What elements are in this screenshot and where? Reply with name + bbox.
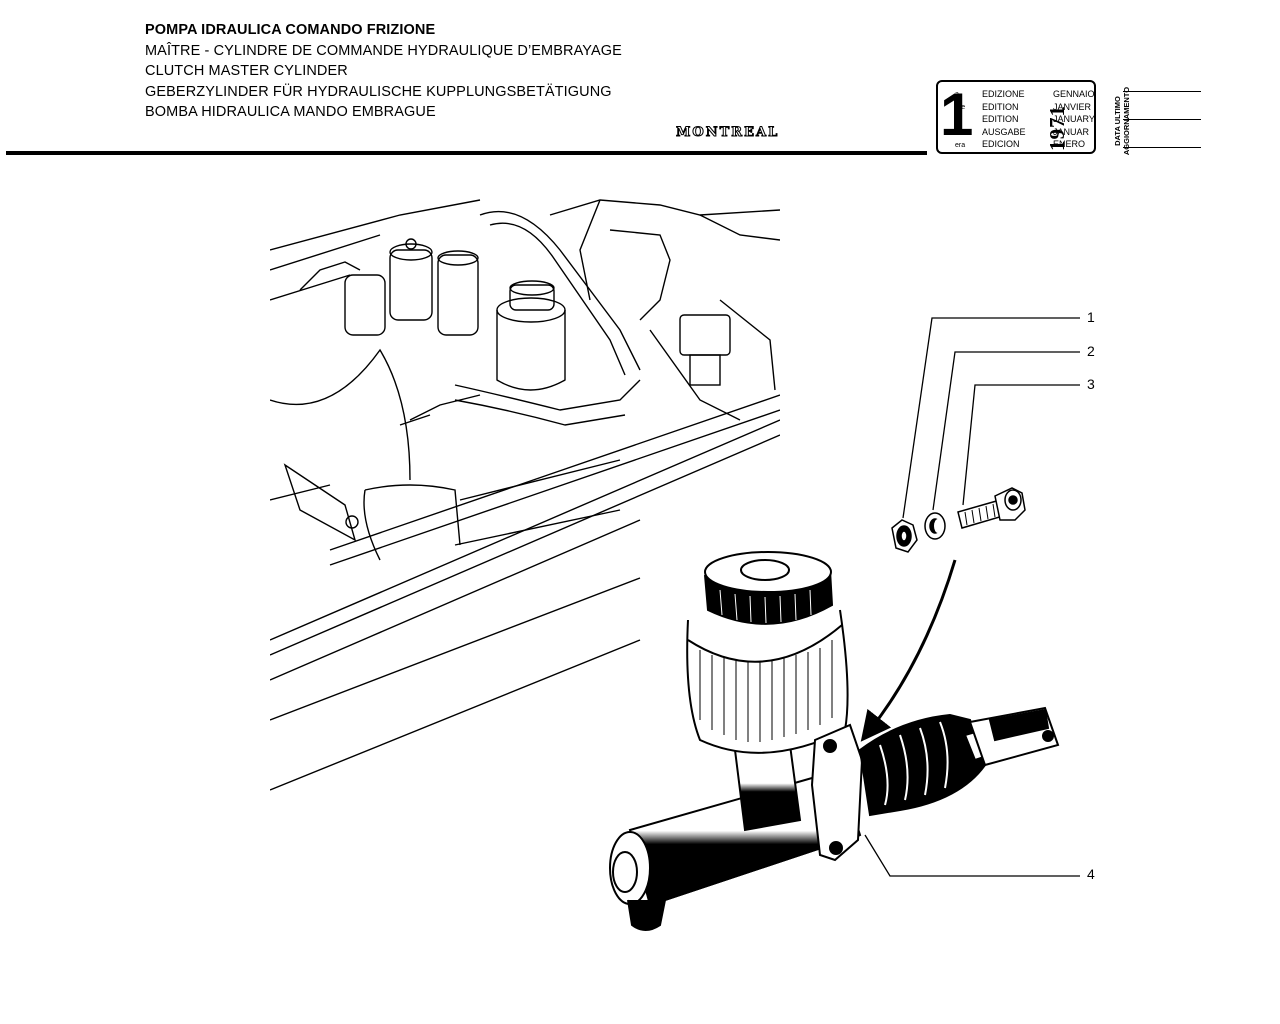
edition-word-en: EDITION	[982, 114, 1019, 124]
edition-word-es: EDICION	[982, 139, 1020, 149]
washer-part	[924, 512, 946, 540]
month-it: GENNAIO	[1053, 89, 1095, 99]
leader-1	[902, 317, 1080, 519]
callout-4: 4	[1087, 866, 1095, 882]
month-en: JANUARY	[1053, 114, 1095, 124]
edition-suffix-fr: ere	[955, 104, 966, 111]
master-cylinder-part	[609, 551, 1060, 931]
leader-4	[864, 834, 1080, 877]
month-de: JANUAR	[1053, 126, 1090, 137]
nut-part	[891, 519, 918, 553]
edition-box	[936, 80, 1096, 154]
header-rule	[6, 151, 927, 155]
title-english: CLUTCH MASTER CYLINDER	[145, 63, 348, 79]
leader-2	[932, 351, 1080, 511]
edition-number: 1	[940, 81, 974, 148]
title-italian: POMPA IDRAULICA COMANDO FRIZIONE	[145, 22, 436, 38]
edition-word-de: AUSGABE	[982, 126, 1026, 137]
bolt-part	[957, 487, 1026, 529]
edition-word-it: EDIZIONE	[982, 89, 1025, 99]
title-french: MAÎTRE - CYLINDRE DE COMMANDE HYDRAULIQU…	[145, 42, 622, 59]
edition-suffix-en: st	[955, 117, 961, 124]
title-spanish: BOMBA HIDRAULICA MANDO EMBRAGUE	[145, 104, 436, 120]
edition-months: GENNAIO JANVIER JANUARY JANUAR ENERO	[1053, 88, 1095, 151]
update-line-2	[1123, 119, 1201, 120]
month-es: ENERO	[1053, 139, 1086, 149]
callout-1: 1	[1087, 309, 1095, 325]
update-line-3	[1123, 147, 1201, 148]
leader-3	[962, 384, 1080, 506]
month-fr: JANVIER	[1053, 101, 1092, 112]
callout-3: 3	[1087, 376, 1095, 392]
edition-word-fr: EDITION	[982, 101, 1019, 112]
title-block: POMPA IDRAULICA COMANDO FRIZIONE MAÎTRE …	[145, 20, 622, 123]
edition-words: EDIZIONE EDITION EDITION AUSGABE EDICION	[982, 88, 1026, 151]
update-line-1	[1123, 91, 1201, 92]
edition-suffix-it: a	[955, 91, 959, 98]
callout-2: 2	[1087, 343, 1095, 359]
edition-suffix-es: era	[955, 142, 966, 149]
mounting-arrow	[860, 559, 957, 742]
title-german: GEBERZYLINDER FÜR HYDRAULISCHE KUPPLUNGS…	[145, 83, 612, 100]
edition-suffix-de: .	[955, 129, 957, 136]
engine-bay-drawing	[270, 199, 780, 791]
small-parts	[891, 487, 1026, 553]
model-logo: MONTREAL	[675, 125, 780, 141]
callout-leaders	[864, 317, 1080, 877]
